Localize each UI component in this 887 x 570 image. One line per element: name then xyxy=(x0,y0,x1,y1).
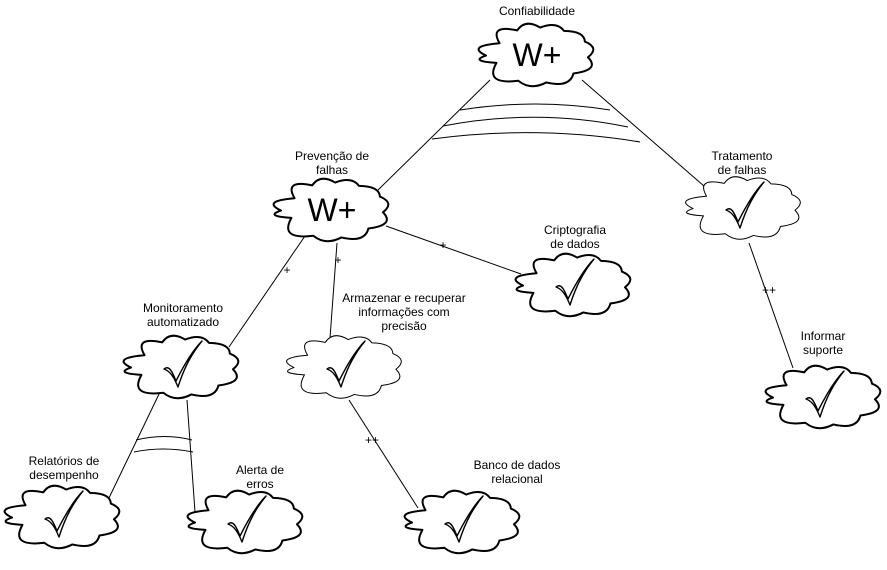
goal-confiabilidade[interactable]: W+ xyxy=(477,22,595,88)
goal-tratamento[interactable] xyxy=(685,176,801,240)
contribution-label: ++ xyxy=(365,433,379,447)
and-decomposition-arc-root-3 xyxy=(431,132,641,143)
check-icon xyxy=(44,490,84,538)
goal-label-confiabilidade: Confiabilidade xyxy=(499,4,575,18)
and-decomposition-arc-monitor-1 xyxy=(135,436,193,441)
and-decomposition-arc-monitor-2 xyxy=(133,448,194,453)
edge-prevencao-monitoramento xyxy=(228,235,306,348)
check-icon xyxy=(227,495,267,543)
edge-prevencao-armazenar xyxy=(329,242,338,339)
edge-prevencao-criptografia xyxy=(385,225,522,275)
check-icon xyxy=(805,370,845,418)
edge-layer xyxy=(107,79,794,513)
softgoal-cloud xyxy=(286,335,402,399)
check-icon xyxy=(555,258,595,306)
contribution-label: + xyxy=(283,263,290,277)
softgoal-cloud xyxy=(514,252,632,318)
check-icon xyxy=(163,340,203,388)
softgoal-cloud xyxy=(186,489,304,555)
goal-alerta[interactable] xyxy=(186,489,304,555)
check-icon xyxy=(326,340,366,388)
satisfaction-mark: W+ xyxy=(308,192,357,228)
goal-banco[interactable] xyxy=(403,489,521,555)
and-decomposition-arc-root-1 xyxy=(459,103,611,111)
check-icon xyxy=(444,495,484,543)
goal-criptografia[interactable] xyxy=(514,252,632,318)
softgoal-cloud xyxy=(685,176,801,240)
satisfaction-mark: W+ xyxy=(513,37,562,73)
goal-informar[interactable] xyxy=(764,364,882,430)
softgoal-cloud xyxy=(122,334,240,400)
edge-monitoramento-relatorios xyxy=(107,391,161,501)
edge-armazenar-banco xyxy=(348,399,419,509)
and-decomposition-arc-root-2 xyxy=(442,116,629,128)
edge-confiabilidade-tratamento xyxy=(581,79,713,194)
edge-monitoramento-alerta xyxy=(186,399,196,513)
softgoal-cloud xyxy=(403,489,521,555)
edge-tratamento-informar xyxy=(748,242,794,369)
edge-confiabilidade-prevencao xyxy=(377,79,491,191)
goal-armazenar[interactable] xyxy=(286,335,402,399)
contribution-label: ++ xyxy=(762,283,776,297)
contribution-label: + xyxy=(439,238,446,252)
softgoal-cloud xyxy=(272,177,390,243)
node-layer: W+ W+ xyxy=(3,22,882,555)
goal-monitoramento[interactable] xyxy=(122,334,240,400)
softgoal-cloud xyxy=(3,484,121,550)
contribution-label: + xyxy=(334,253,341,267)
softgoal-cloud xyxy=(477,22,595,88)
goal-relatorios[interactable] xyxy=(3,484,121,550)
check-icon xyxy=(725,181,765,229)
softgoal-cloud xyxy=(764,364,882,430)
goal-prevencao[interactable]: W+ xyxy=(272,177,390,243)
